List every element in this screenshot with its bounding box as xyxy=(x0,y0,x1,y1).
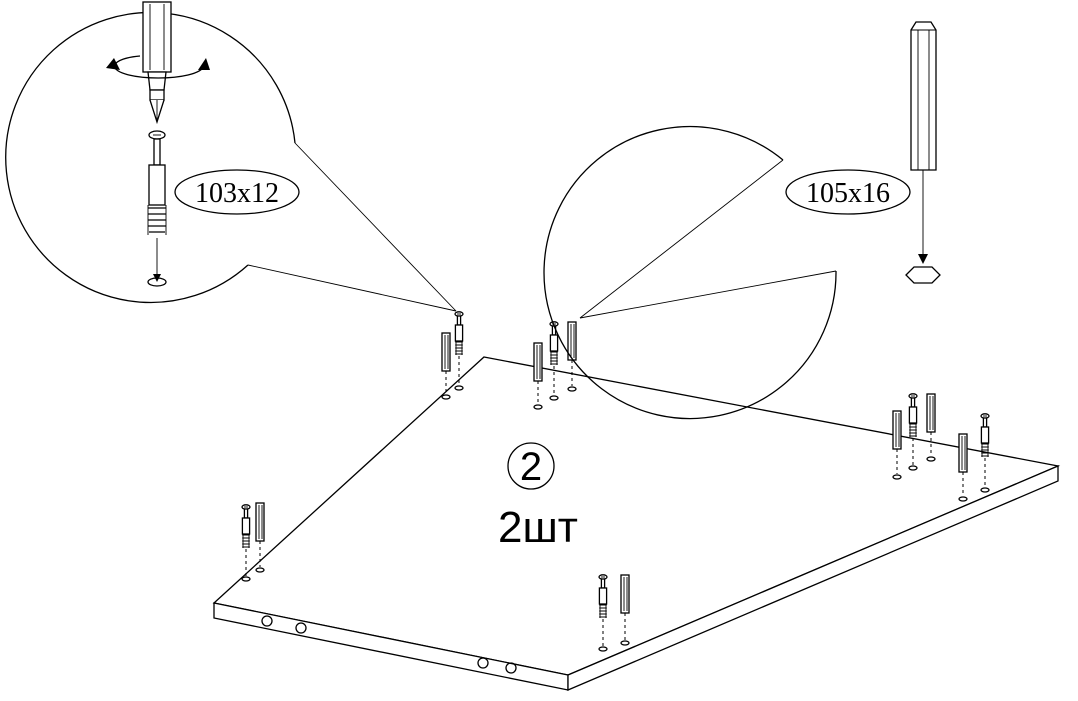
panel xyxy=(212,356,1061,691)
fittings-back-left xyxy=(441,311,464,400)
edge-hole xyxy=(477,657,489,669)
fittings-right-back xyxy=(892,393,936,480)
callout-left: 103x12 xyxy=(5,1,457,312)
dowel xyxy=(905,21,941,284)
callout-right: 105x16 xyxy=(543,12,1075,420)
dowel-size-label: 105x16 xyxy=(806,178,890,209)
quantity-label: 2шт xyxy=(498,503,578,552)
fittings-back-center xyxy=(533,321,577,410)
step-number: 2 xyxy=(520,445,542,489)
edge-hole xyxy=(295,622,307,634)
label-bubble xyxy=(785,169,911,215)
pin-size-label: 103x12 xyxy=(195,178,279,209)
edge-hole xyxy=(505,662,517,674)
screwdriver-bit xyxy=(142,1,172,125)
fittings-right-front xyxy=(958,413,990,502)
label-bubble xyxy=(174,169,300,215)
fittings-front-center xyxy=(598,574,630,652)
cam-pin xyxy=(147,130,167,287)
edge-hole xyxy=(261,615,273,627)
rotation-arrow-icon xyxy=(106,55,210,79)
fittings-front-left xyxy=(241,502,265,582)
step-marker: 2 2шт xyxy=(498,442,578,552)
